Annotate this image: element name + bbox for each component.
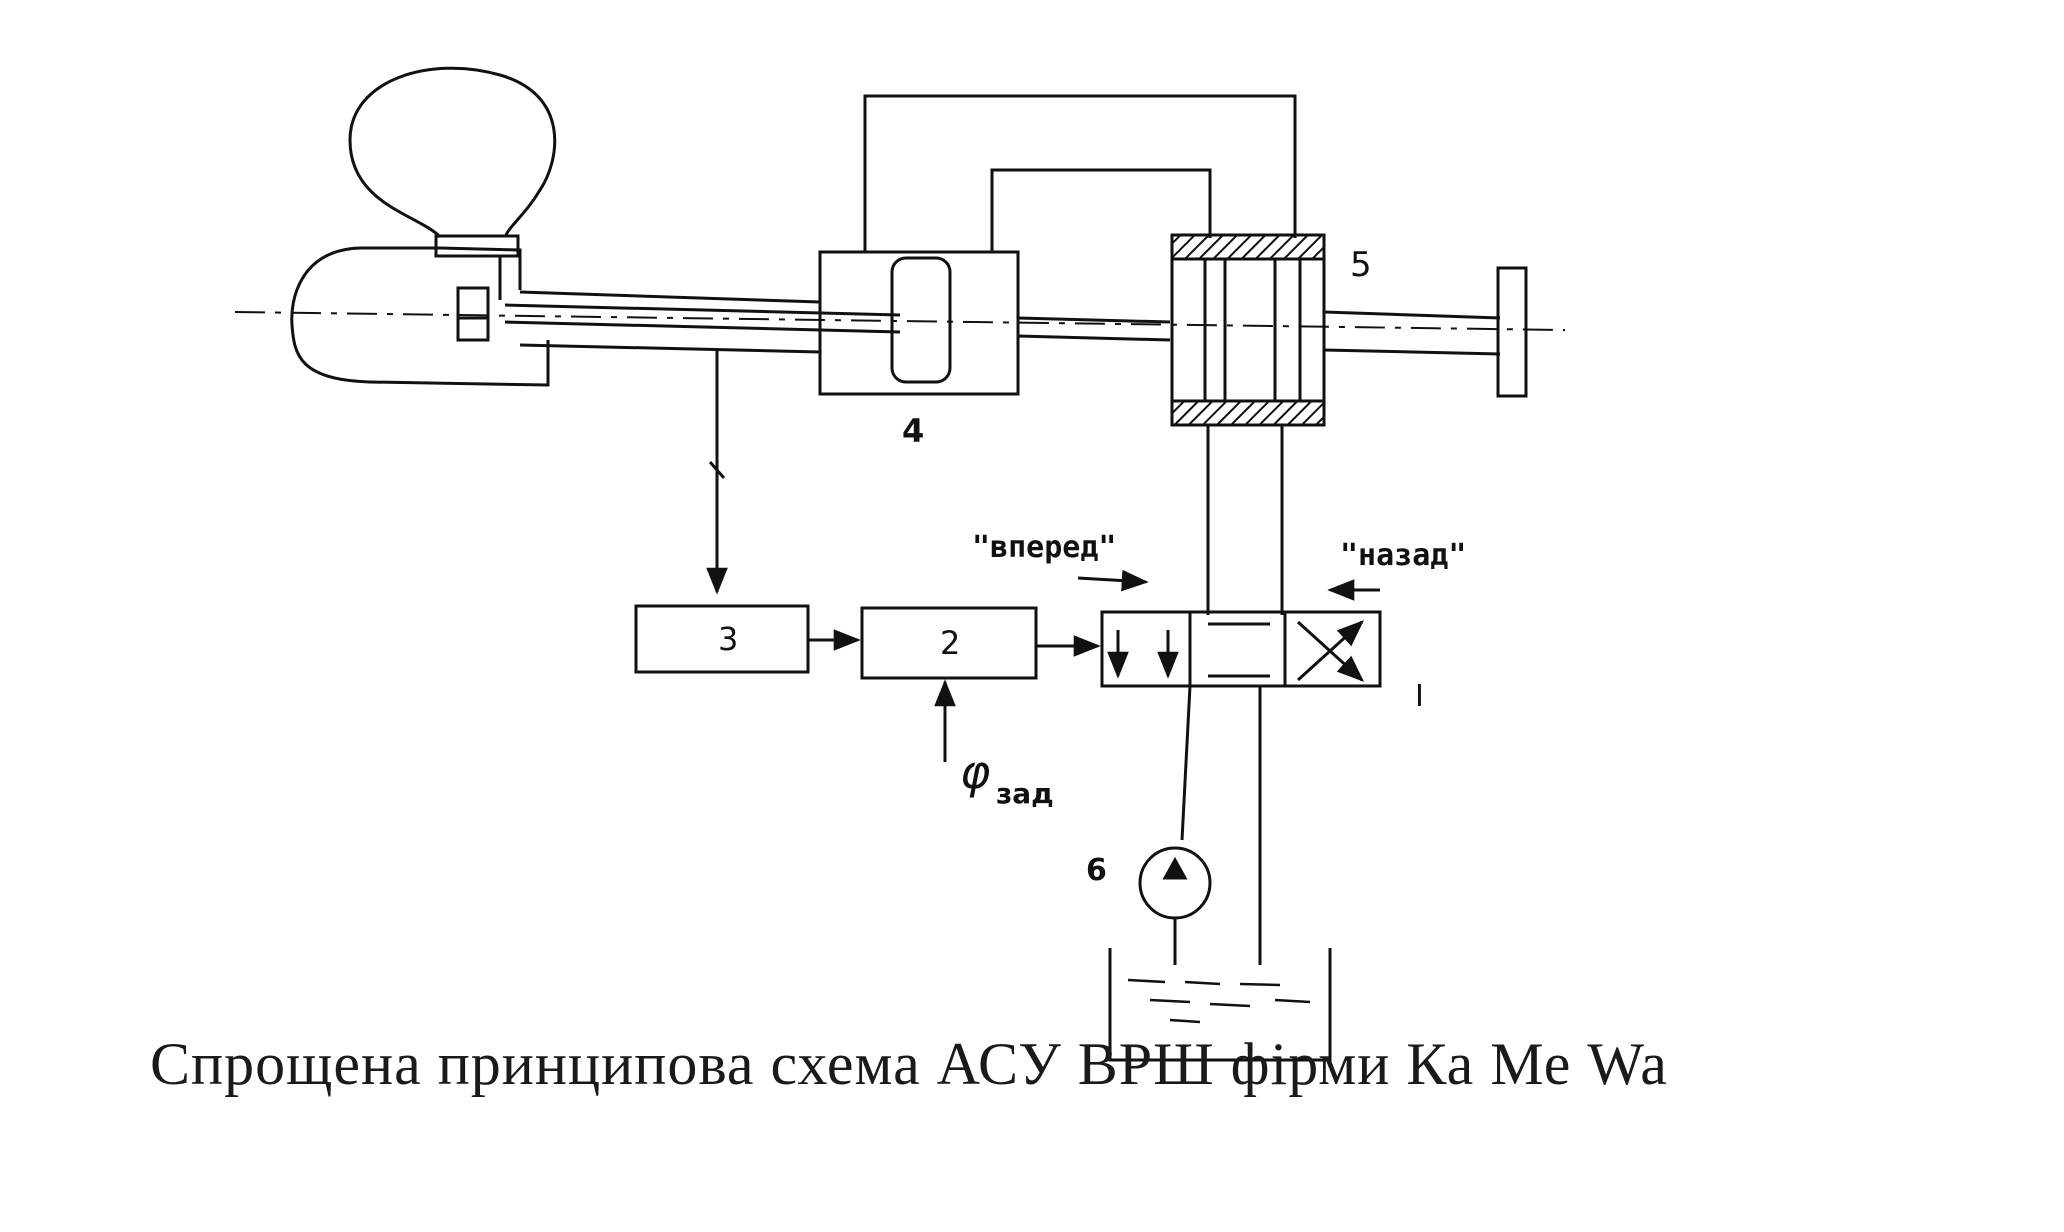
block-2: [860, 606, 1038, 680]
valve-block-lower: [456, 316, 490, 342]
label-1: I: [1415, 679, 1424, 714]
label-4: 4: [902, 412, 924, 450]
servo-top-seal: [1170, 233, 1326, 261]
valve-block: [456, 286, 490, 342]
label-2: 2: [940, 624, 960, 662]
label-5: 5: [1350, 245, 1372, 285]
servo-bottom-seal: [1170, 399, 1326, 427]
propeller-shaft-1: [1323, 310, 1501, 320]
propeller-hub: [1496, 266, 1528, 398]
engine-housing-top: [439, 246, 522, 290]
label-6: 6: [1086, 853, 1107, 888]
figure-caption: Спрощена принципова схема АСУ ВРШ фірми …: [150, 1031, 1668, 1097]
directional-valve-1: [1100, 610, 1382, 688]
distributor-piston: [890, 256, 952, 384]
shaft-centerline: [234, 311, 1566, 331]
shaft-mid-2: [1017, 334, 1171, 342]
shaft-lower: [519, 343, 821, 354]
shaft-upper: [519, 290, 821, 304]
engine-housing: [290, 246, 550, 387]
shaft-inner-1: [504, 303, 901, 317]
feedback-tick: [708, 461, 726, 479]
label-forward: "вперед": [972, 530, 1117, 565]
label-backward: "назад": [1340, 538, 1466, 573]
label-phi: φ: [960, 745, 990, 799]
propeller-shaft-2: [1323, 348, 1501, 356]
top-pipe-inner: [990, 168, 1212, 252]
pipe-to-pump: [1180, 685, 1192, 841]
shaft-mid-1: [1017, 316, 1171, 324]
shaft-inner-2: [504, 320, 901, 334]
oil-level-marks: [1127, 978, 1311, 1024]
forward-arrow: [1077, 569, 1149, 592]
label-phi-sub: зад: [996, 777, 1054, 810]
top-pipe-outer: [863, 94, 1297, 252]
header-oil-tank: [348, 66, 557, 239]
tank-connector: [434, 234, 520, 258]
label-3: 3: [718, 620, 738, 658]
valve-cross-2: [1296, 620, 1365, 682]
oil-reservoir: [1108, 948, 1332, 1062]
distributor-box-4: [818, 250, 1020, 396]
pump-triangle: [1162, 856, 1188, 880]
